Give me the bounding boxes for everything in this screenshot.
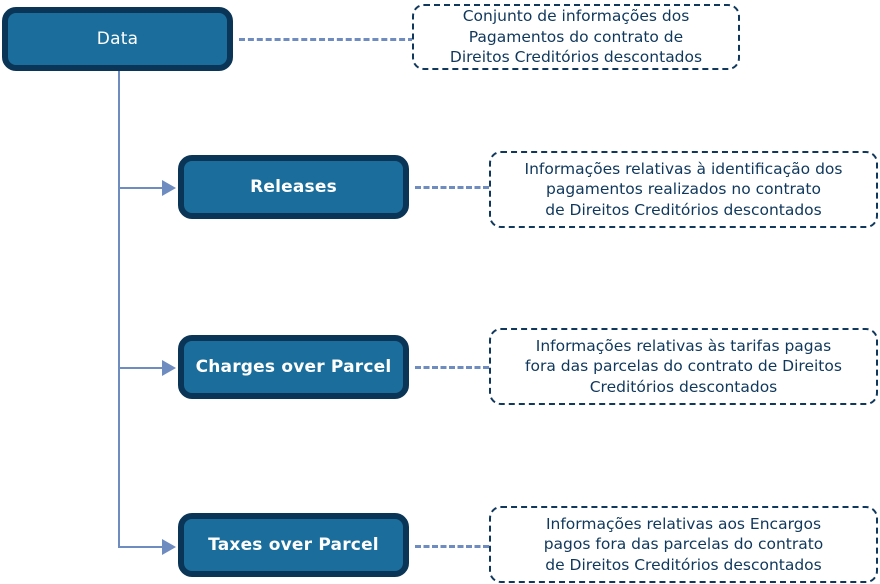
note-charges-over-parcel: Informações relativas às tarifas pagas f… — [489, 328, 878, 405]
trunk-line — [118, 71, 120, 547]
dash-connector-data — [239, 38, 414, 41]
note-taxes-over-parcel-text: Informações relativas aos Encargos pagos… — [543, 514, 824, 574]
note-charges-over-parcel-text: Informações relativas às tarifas pagas f… — [525, 336, 842, 396]
note-data: Conjunto de informações dos Pagamentos d… — [412, 4, 740, 70]
note-data-text: Conjunto de informações dos Pagamentos d… — [449, 7, 703, 67]
branch-line-releases — [118, 187, 164, 189]
branch-line-charges — [118, 367, 164, 369]
branch-arrow-releases — [162, 180, 176, 196]
dash-connector-taxes — [415, 545, 489, 548]
node-taxes-over-parcel[interactable]: Taxes over Parcel — [178, 513, 409, 577]
dash-connector-charges — [415, 366, 489, 369]
node-releases[interactable]: Releases — [178, 155, 409, 219]
branch-line-taxes — [118, 546, 164, 548]
dash-connector-releases — [415, 186, 489, 189]
node-taxes-over-parcel-label: Taxes over Parcel — [208, 534, 379, 555]
node-releases-label: Releases — [250, 176, 337, 197]
note-taxes-over-parcel: Informações relativas aos Encargos pagos… — [489, 506, 878, 583]
branch-arrow-taxes — [162, 539, 176, 555]
node-charges-over-parcel[interactable]: Charges over Parcel — [178, 335, 409, 399]
note-releases-text: Informações relativas à identificação do… — [524, 159, 843, 219]
node-data[interactable]: Data — [2, 7, 233, 71]
note-releases: Informações relativas à identificação do… — [489, 151, 878, 228]
node-data-label: Data — [96, 28, 139, 49]
branch-arrow-charges — [162, 360, 176, 376]
node-charges-over-parcel-label: Charges over Parcel — [195, 356, 392, 377]
